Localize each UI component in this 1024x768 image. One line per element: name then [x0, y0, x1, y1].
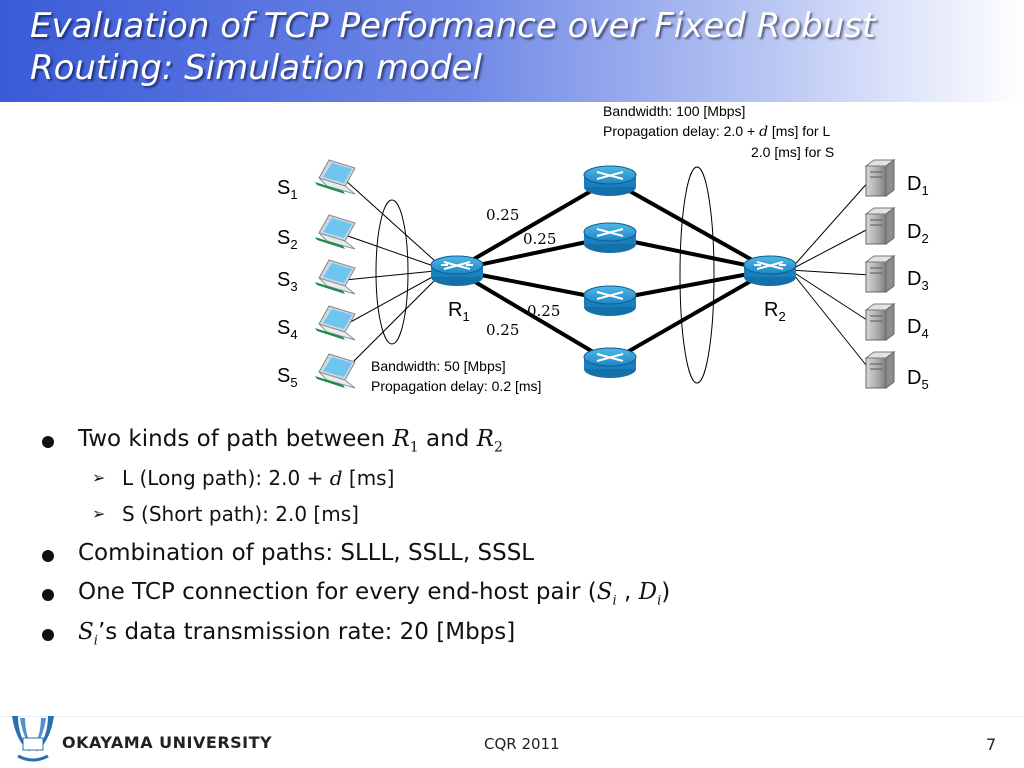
server-icon [864, 207, 896, 245]
bullet-dot-icon [42, 436, 54, 448]
bullet-dot-icon [42, 550, 54, 562]
laptop-icon [315, 159, 356, 195]
bullet-text: Combination of paths: SLLL, SSLL, SSSL [78, 540, 535, 566]
bullet-dot-icon [42, 589, 54, 601]
source-label-s3: S3 [277, 269, 298, 294]
laptop-icon [315, 214, 356, 250]
bullet-dot-icon [42, 629, 54, 641]
router-icon-core-2 [583, 222, 637, 253]
router-icon-core-4 [583, 347, 637, 378]
server-icon [864, 303, 896, 341]
access-links-left [344, 179, 446, 371]
footer-divider [0, 716, 1024, 717]
router-icon-r2 [743, 255, 797, 286]
source-label-s2: S2 [277, 227, 298, 252]
server-icon [864, 351, 896, 389]
source-label-s5: S5 [277, 365, 298, 390]
destination-label-d2: D2 [907, 221, 929, 246]
router-label-r1: R1 [448, 299, 470, 324]
access-delay-note: Propagation delay: 0.2 [ms] [371, 378, 541, 394]
link-weight-3: 0.25 [527, 302, 560, 320]
arrow-bullet-icon: ➢ [92, 504, 106, 523]
destination-label-d1: D1 [907, 173, 929, 198]
slide-title-line-1: Evaluation of TCP Performance over Fixed… [30, 6, 876, 46]
bullet-text: Two kinds of path between R1 and R2 [78, 426, 503, 456]
router-icon-core-1 [583, 165, 637, 196]
source-label-s1: S1 [277, 177, 298, 202]
link-weight-4: 0.25 [486, 321, 519, 339]
core-group-ellipse [679, 166, 715, 384]
access-links-right [789, 179, 871, 371]
core-bandwidth-note: Bandwidth: 100 [Mbps] [603, 103, 745, 119]
bullet-text: One TCP connection for every end-host pa… [78, 579, 671, 609]
destination-label-d4: D4 [907, 316, 929, 341]
core-delay-note-short: 2.0 [ms] for S [751, 144, 834, 160]
laptop-icon [315, 353, 356, 389]
router-icon-r1 [430, 255, 484, 286]
conference-name: CQR 2011 [484, 735, 560, 753]
router-label-r2: R2 [764, 299, 786, 324]
destination-label-d3: D3 [907, 268, 929, 293]
server-icon [864, 159, 896, 197]
destination-label-d5: D5 [907, 367, 929, 392]
laptop-icon [315, 305, 356, 341]
access-group-ellipse [375, 199, 409, 345]
bullet-text: L (Long path): 2.0 + d [ms] [122, 466, 395, 490]
source-label-s4: S4 [277, 317, 298, 342]
network-diagram: S1 S2 S3 S4 S5 D1 D2 D3 D4 D5 R1 R2 0.25… [277, 103, 929, 394]
router-icon-core-3 [583, 285, 637, 316]
slide-title-line-2: Routing: Simulation model [30, 48, 482, 88]
server-icon [864, 255, 896, 293]
arrow-bullet-icon: ➢ [92, 468, 106, 487]
link-weight-2: 0.25 [523, 230, 556, 248]
university-logo-icon [12, 716, 54, 762]
access-bandwidth-note: Bandwidth: 50 [Mbps] [371, 358, 506, 374]
title-bar: Evaluation of TCP Performance over Fixed… [0, 0, 1024, 102]
link-weight-1: 0.25 [486, 206, 519, 224]
bullet-text: S (Short path): 2.0 [ms] [122, 502, 359, 526]
bullet-text: Si’s data transmission rate: 20 [Mbps] [78, 619, 516, 649]
university-name: OKAYAMA UNIVERSITY [62, 733, 273, 752]
page-number: 7 [986, 735, 997, 754]
laptop-icon [315, 259, 356, 295]
core-delay-note: Propagation delay: 2.0 + d [ms] for L [603, 123, 830, 140]
